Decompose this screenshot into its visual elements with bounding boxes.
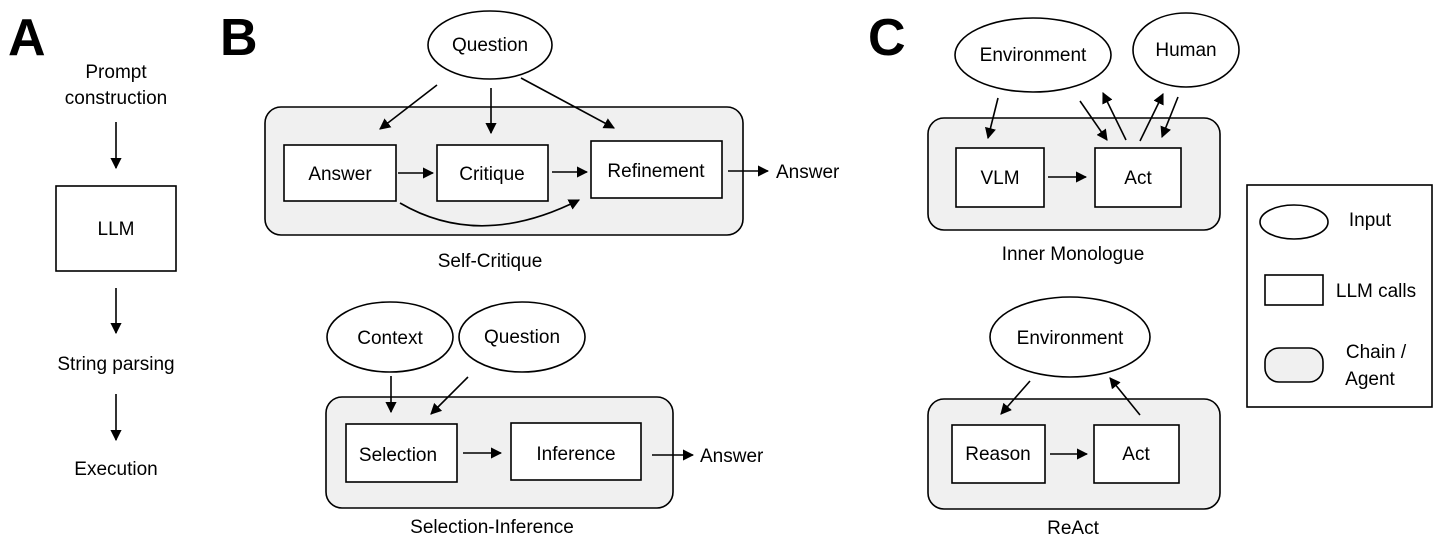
react-act-label: Act xyxy=(1122,444,1150,465)
legend-llm-calls-label: LLM calls xyxy=(1336,281,1416,302)
self-critique-question-label: Question xyxy=(452,35,528,56)
react-caption: ReAct xyxy=(1047,518,1099,539)
panel-a-letter: A xyxy=(8,9,46,67)
vlm-label: VLM xyxy=(980,168,1019,189)
arrow-act-to-human xyxy=(1139,92,1164,142)
reason-box xyxy=(951,424,1046,484)
arrow-question-to-refinement xyxy=(520,77,615,129)
llm-box xyxy=(55,185,177,272)
answer-label: Answer xyxy=(308,164,372,185)
arrow-answer-to-refinement-curve xyxy=(399,199,580,227)
arrow-environment-to-vlm xyxy=(985,97,999,140)
inner-monologue-environment-input xyxy=(954,17,1112,93)
arrow-question-to-selection xyxy=(430,376,469,415)
legend-input-label: Input xyxy=(1349,210,1392,231)
vlm-box xyxy=(955,147,1045,208)
selection-inference-question-label: Question xyxy=(484,327,560,348)
arrow-human-to-act xyxy=(1160,96,1179,139)
critique-box xyxy=(436,144,549,202)
react-environment-label: Environment xyxy=(1017,328,1124,349)
refinement-box xyxy=(590,140,723,199)
execution-label: Execution xyxy=(74,459,157,480)
legend-input-swatch xyxy=(1259,204,1329,240)
critique-label: Critique xyxy=(459,164,524,185)
inner-monologue-act-box xyxy=(1094,147,1182,208)
inference-box xyxy=(510,422,642,481)
react-act-box xyxy=(1093,424,1180,484)
arrow-question-to-answer xyxy=(379,84,438,130)
selection-box xyxy=(345,423,458,483)
panel-b-letter: B xyxy=(220,9,258,67)
arrow-act-to-environment-react xyxy=(1109,377,1141,416)
arrow-environment-to-reason xyxy=(1000,380,1031,415)
arrow-environment-to-act xyxy=(1079,100,1108,141)
string-parsing-label: String parsing xyxy=(57,354,174,375)
legend-chain-label-line2: Agent xyxy=(1345,369,1395,390)
selection-inference-output-label: Answer xyxy=(700,446,764,467)
inference-label: Inference xyxy=(536,444,615,465)
refinement-label: Refinement xyxy=(607,161,705,182)
selection-inference-question-input xyxy=(458,301,586,373)
context-input xyxy=(326,301,454,373)
panel-c-letter: C xyxy=(868,9,906,67)
react-environment-input xyxy=(989,296,1151,378)
prompt-construction-label-line1: Prompt xyxy=(85,62,147,83)
self-critique-output-label: Answer xyxy=(776,162,840,183)
llm-label: LLM xyxy=(98,219,135,240)
legend-chain-swatch xyxy=(1264,347,1324,383)
self-critique-caption: Self-Critique xyxy=(438,251,543,272)
prompt-construction-label-line2: construction xyxy=(65,88,167,109)
selection-inference-caption: Selection-Inference xyxy=(410,517,574,538)
legend-chain-label-line1: Chain / xyxy=(1346,342,1407,363)
inner-monologue-caption: Inner Monologue xyxy=(1002,244,1145,265)
inner-monologue-act-label: Act xyxy=(1124,168,1152,189)
selection-label: Selection xyxy=(359,445,437,466)
human-input xyxy=(1132,12,1240,88)
human-label: Human xyxy=(1155,40,1216,61)
self-critique-question-input xyxy=(427,10,553,80)
inner-monologue-environment-label: Environment xyxy=(980,45,1087,66)
arrow-act-to-environment xyxy=(1102,91,1127,141)
context-label: Context xyxy=(357,328,423,349)
reason-label: Reason xyxy=(965,444,1031,465)
legend-llm-calls-swatch xyxy=(1264,274,1324,306)
answer-box xyxy=(283,144,397,202)
